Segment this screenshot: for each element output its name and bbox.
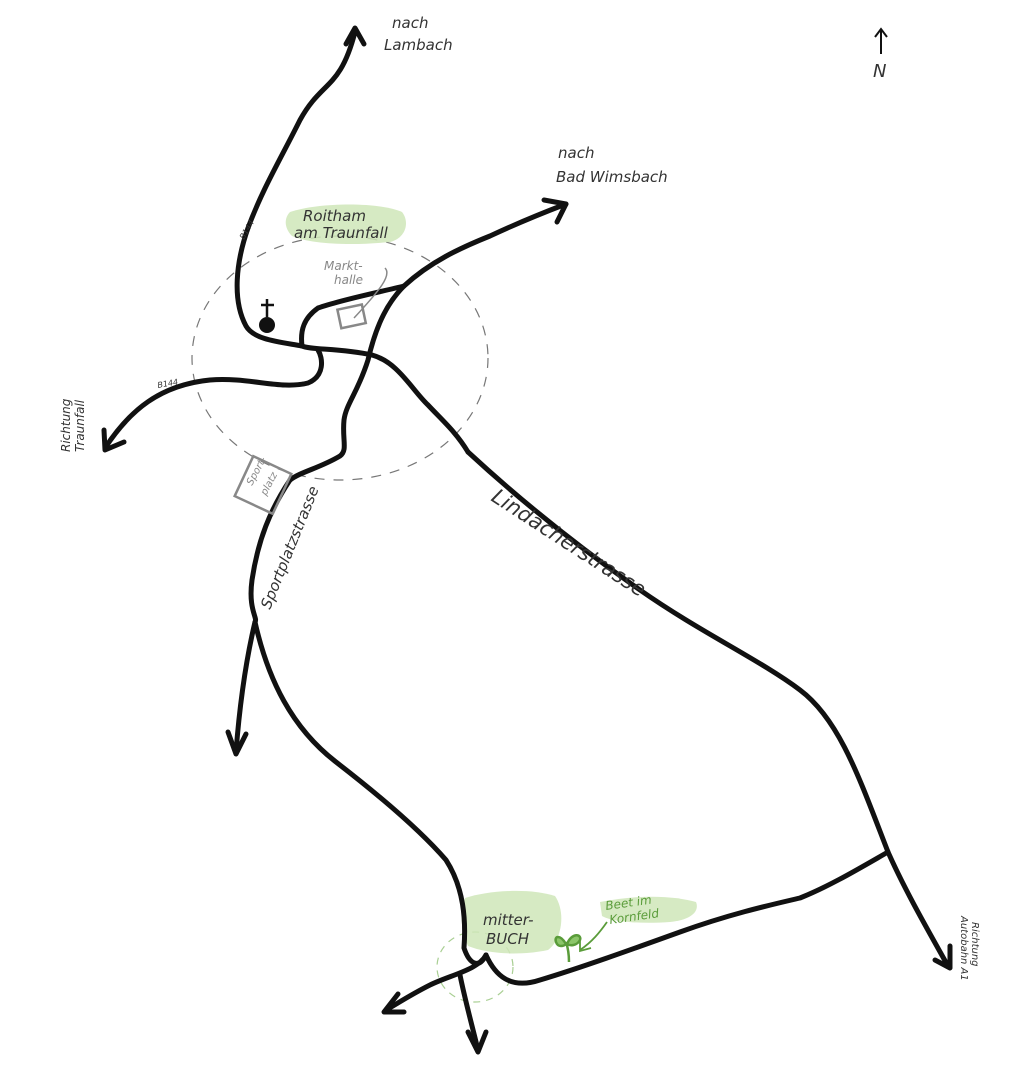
traunfall-label-line2: Traunfall	[73, 399, 87, 452]
sportplatz-box	[233, 454, 293, 516]
sportplatz-label-line2: platz	[258, 470, 280, 498]
sportplatzstrasse-label: Sportplatzstrasse	[257, 483, 323, 611]
mitterbuch-label-line2: BUCH	[486, 930, 529, 948]
road-b144-traunfall	[102, 347, 325, 451]
church-icon	[259, 299, 275, 333]
arrow-bad-wimsbach-icon	[541, 197, 569, 225]
beet-label-line2: Kornfeld	[608, 906, 660, 927]
mitterbuch-highlight	[461, 890, 562, 954]
markthalle-label-line1: Markt-	[324, 259, 363, 273]
arrow-autobahn-icon	[932, 943, 953, 971]
bad-wimsbach-label-line2: Bad Wimsbach	[556, 168, 668, 186]
arrow-sportplatzstrasse-south-icon	[225, 729, 249, 757]
lindacherstrasse-road	[465, 449, 891, 855]
lambach-label-line2: Lambach	[384, 36, 453, 54]
roitham-label-line1: Roitham	[303, 207, 366, 225]
traunfall-label-line1: Richtung	[59, 398, 73, 452]
autobahn-label-line2: Autobahn A1	[958, 915, 969, 981]
road-to-mitterbuch	[252, 619, 489, 966]
markthalle-pointer	[353, 267, 388, 319]
lambach-label-line1: nach	[392, 14, 428, 32]
road-mitterbuch-southwest	[383, 952, 489, 1013]
sportplatzstrasse-road	[233, 477, 293, 755]
roitham-highlight	[285, 204, 406, 244]
bad-wimsbach-label-line1: nach	[558, 144, 594, 162]
arrow-south-icon	[465, 1029, 489, 1055]
road-to-autobahn	[885, 849, 951, 969]
north-label: N	[873, 61, 886, 82]
roitham-label-line2: am Traunfall	[294, 224, 389, 242]
arrow-southwest-icon	[381, 991, 407, 1015]
beet-label-line1: Beet im	[604, 893, 652, 913]
beet-pointer-head	[579, 940, 592, 953]
lindacherstrasse-label: Lindacherstrasse	[487, 484, 650, 602]
arrow-lambach-icon	[343, 25, 367, 47]
autobahn-label-line1: Richtung	[969, 922, 980, 967]
arrow-traunfall-icon	[101, 427, 127, 453]
mitterbuch-label-line1: mitter-	[483, 911, 534, 929]
village-core-road	[299, 343, 471, 455]
road-mitterbuch-east	[483, 849, 891, 986]
roitham-area-circle	[191, 235, 489, 481]
beet-highlight	[600, 896, 697, 923]
b144-upper-label: B144	[238, 219, 256, 241]
markthalle-box	[335, 303, 368, 330]
beet-pointer-icon	[579, 921, 608, 951]
north-arrow-icon	[874, 27, 888, 54]
b144-left-label: B144	[157, 378, 179, 390]
sprout-icon	[554, 934, 582, 963]
road-market-to-sportplatz	[287, 283, 407, 483]
road-to-lambach	[234, 29, 358, 349]
road-to-bad-wimsbach	[299, 201, 569, 349]
markthalle-label-line2: halle	[334, 273, 363, 287]
